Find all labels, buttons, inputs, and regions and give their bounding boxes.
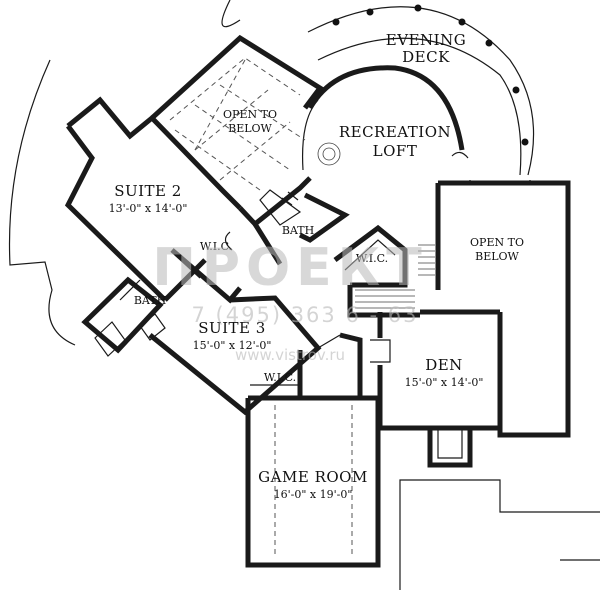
evening-deck-label-1: EVENING [386,31,466,49]
open-to-below-right-label-2: BELOW [475,250,519,263]
den-name: DEN [425,356,463,374]
wic-left-label: W.I.C. [200,240,232,253]
watermark-phone: 7 (495) 363 6 - 63 [192,303,419,327]
game-room-walls [245,332,381,568]
open-to-below-right-label-1: OPEN TO [470,236,524,249]
suite2-name: SUITE 2 [114,182,182,200]
recreation-loft-label-1: RECREATION [339,123,451,141]
game-room-dims: 16'-0" x 19'-0" [274,488,353,501]
angled-wing-walls [64,34,350,357]
den-dims: 15'-0" x 14'-0" [405,376,484,389]
center-wic-stair [333,224,435,318]
evening-deck [307,4,535,176]
deck-posts [332,4,529,146]
evening-deck-label-2: DECK [402,48,450,66]
watermark-url: www.vistrov.ru [235,346,345,364]
bath-lower-label: BATH [134,294,166,307]
suite3-name: SUITE 3 [198,319,266,337]
room-labels: EVENING DECK OPEN TO BELOW RECREATION LO… [109,31,524,501]
stair-treads [355,244,435,309]
open-to-below-left-label-1: OPEN TO [223,108,277,121]
wic-bottom-label: W.I.C. [264,371,296,384]
site-outline [8,0,600,590]
game-room-name: GAME ROOM [258,468,368,486]
bath-upper-label: BATH [282,224,314,237]
recreation-loft-walls [301,65,469,171]
right-open-to-below-walls [435,180,571,438]
watermark-brand: ПРОЕКТ [152,238,427,298]
suite2-dims: 13'-0" x 14'-0" [109,202,188,215]
recreation-loft-label-2: LOFT [373,142,418,160]
watermark: ПРОЕКТ 7 (495) 363 6 - 63 www.vistrov.ru [152,238,427,364]
suite3-dims: 15'-0" x 12'-0" [193,339,272,352]
open-to-below-left-label-2: BELOW [228,122,272,135]
wic-center-label: W.I.C. [356,252,388,265]
